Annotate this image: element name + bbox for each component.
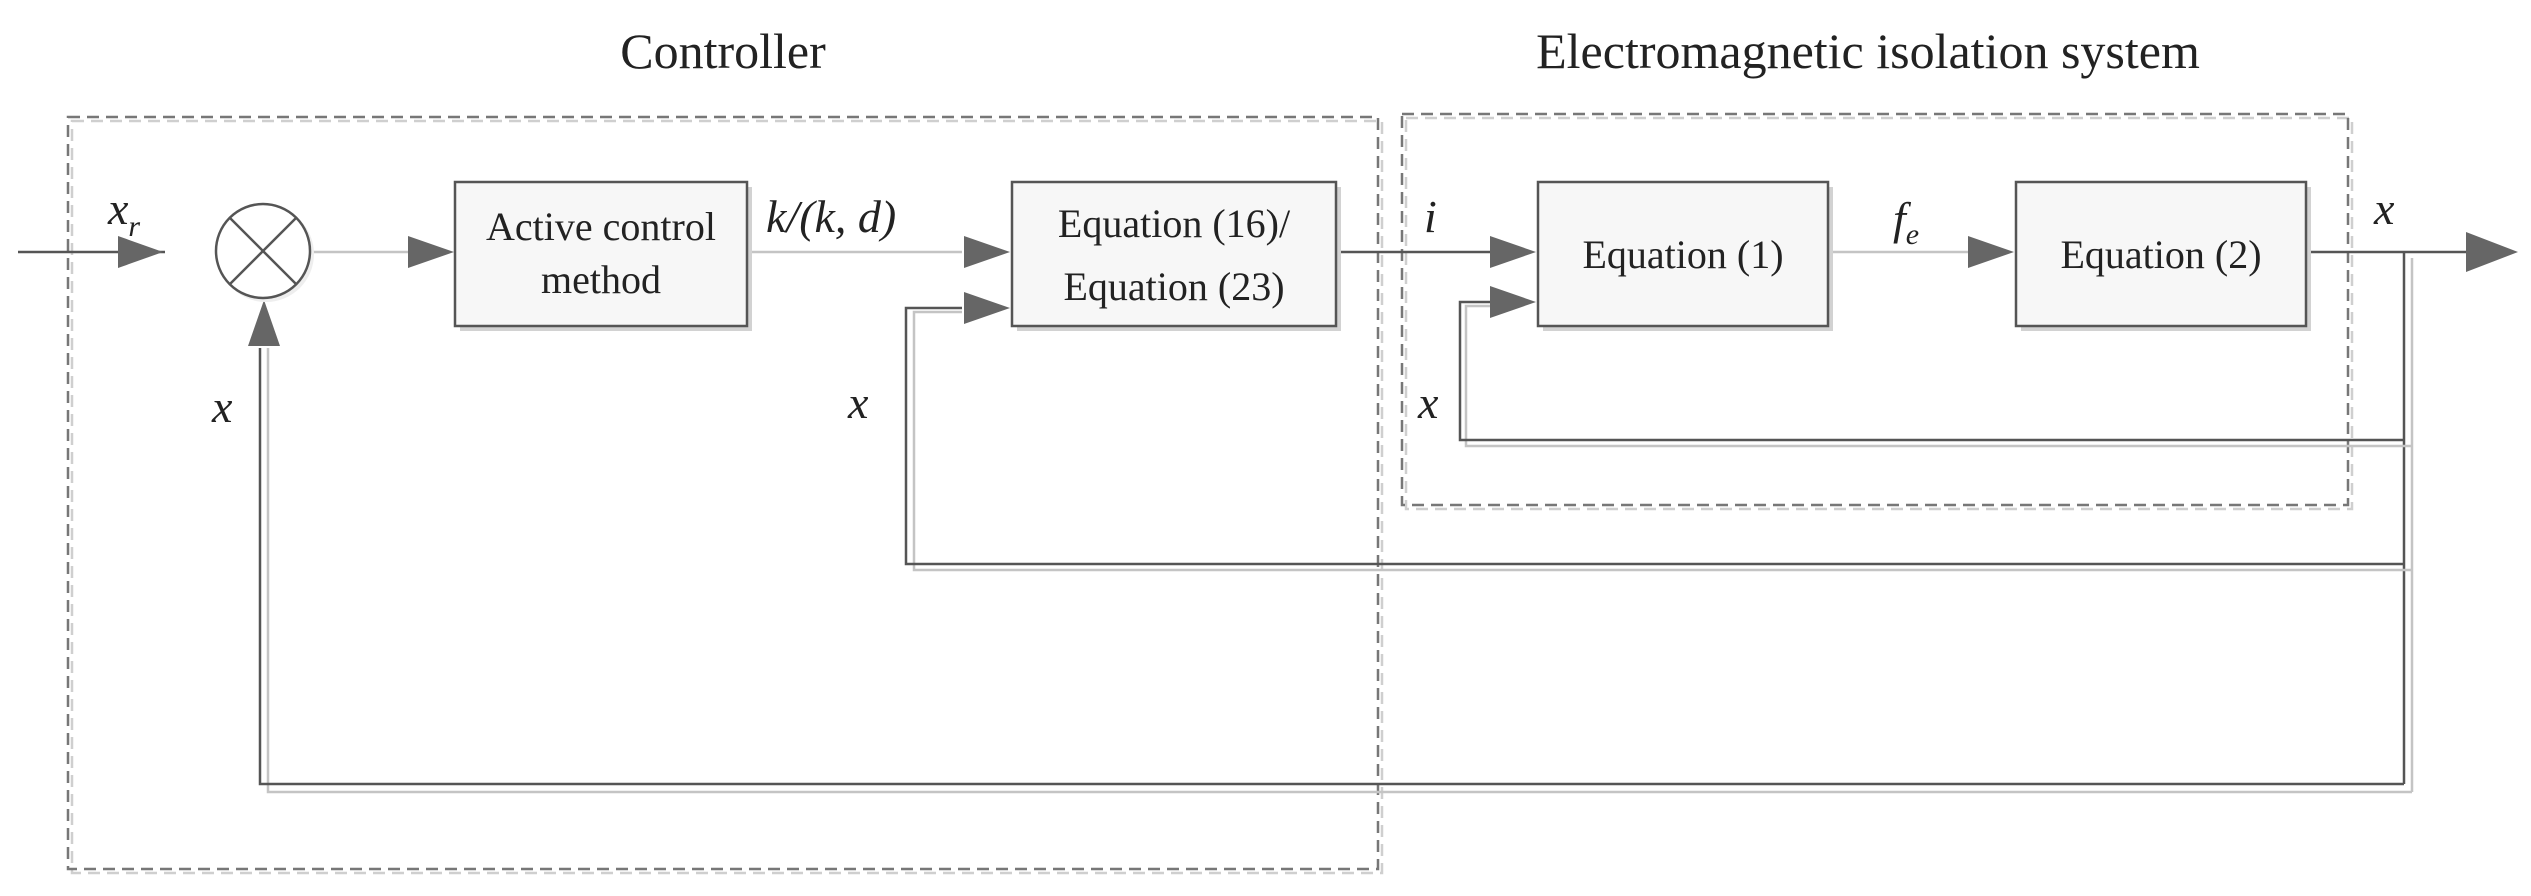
summing-junction: [214, 202, 314, 302]
reference-signal-label: xr: [107, 183, 140, 243]
controller-frame: [66, 115, 1384, 875]
arrow-into-equation-16-23: [964, 236, 1010, 268]
feedback-equation-16-23-label: x: [847, 377, 869, 428]
arrow-into-summer-feedback: [248, 300, 280, 346]
feedback-summer-label: x: [211, 381, 233, 432]
equation-2-block: Equation (2): [2014, 180, 2311, 331]
arrow-into-equation-1-feedback: [1490, 286, 1536, 318]
active-control-label-line2: method: [541, 257, 661, 302]
arrow-into-equation-2: [1968, 236, 2014, 268]
isolation-system-title: Electromagnetic isolation system: [1536, 23, 2200, 79]
equation-1-block: Equation (1): [1536, 180, 1833, 331]
force-signal-label: fe: [1893, 193, 1919, 251]
signal-wires: [18, 250, 2468, 794]
arrow-into-equation-1: [1490, 236, 1536, 268]
equation-16-23-block: Equation (16)/ Equation (23): [1010, 180, 1341, 331]
equation-2-label: Equation (2): [2060, 232, 2261, 277]
equation-16-23-label-line1: Equation (16)/: [1058, 201, 1291, 246]
gain-signal-label: k/(k, d): [766, 191, 896, 242]
active-control-label-line1: Active control: [486, 204, 716, 249]
output-signal-label: x: [2373, 183, 2395, 234]
feedback-equation-1-label: x: [1417, 377, 1439, 428]
arrowheads: [118, 232, 2518, 346]
arrow-into-summer: [118, 236, 163, 268]
controller-title: Controller: [620, 23, 826, 79]
equation-1-label: Equation (1): [1582, 232, 1783, 277]
active-control-block: Active control method: [453, 180, 752, 331]
equation-16-23-label-line2: Equation (23): [1063, 264, 1284, 309]
arrow-output: [2466, 232, 2518, 272]
arrow-into-equation-16-23-feedback: [964, 292, 1010, 324]
isolation-system-frame: [1400, 112, 2354, 511]
arrow-into-active-control: [408, 236, 454, 268]
current-signal-label: i: [1424, 191, 1437, 242]
